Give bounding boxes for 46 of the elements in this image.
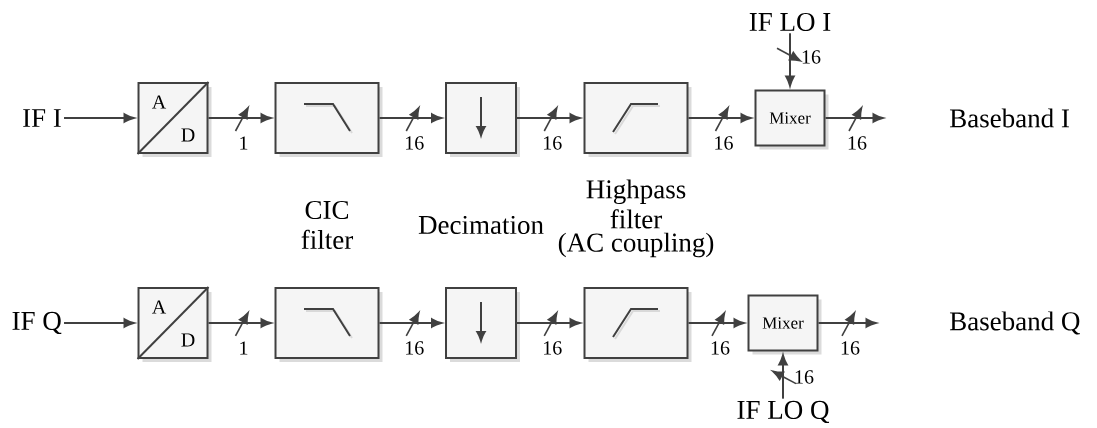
block-caption: Highpass filter	[586, 179, 686, 229]
arrow	[516, 107, 581, 132]
bus-width-label: 16	[841, 341, 860, 355]
arrow	[63, 113, 135, 123]
bus-width-label: 16	[715, 136, 733, 150]
bus-width-label: 16	[795, 370, 814, 384]
arrow	[776, 32, 801, 87]
arrow	[378, 311, 443, 337]
bus-width-label: 16	[802, 50, 821, 64]
arrow	[772, 354, 797, 400]
arrow	[687, 107, 752, 132]
mixer-block: Mixer	[754, 89, 829, 150]
arrow	[63, 318, 135, 328]
arrow	[207, 107, 272, 132]
arrow	[207, 311, 272, 337]
signal-label: IF LO I	[749, 12, 831, 32]
bus-width-label: 16	[711, 341, 730, 355]
arrow	[516, 311, 581, 337]
block-caption: (AC coupling)	[558, 232, 714, 258]
highpass-filter-block	[583, 82, 692, 157]
highpass-filter-block	[583, 287, 692, 362]
lowpass-filter-block	[274, 82, 383, 157]
arrow	[817, 311, 877, 337]
bus-width-label: 1	[240, 136, 248, 150]
converter-block: A D	[136, 81, 212, 157]
decimator-block	[445, 82, 520, 157]
signal-label: IF I	[23, 109, 61, 127]
bus-width-label: 1	[240, 341, 248, 355]
bus-width-label: 16	[406, 136, 424, 150]
mixer-block: Mixer	[747, 294, 822, 355]
block-caption: Decimation	[418, 215, 544, 235]
bus-width-label: 16	[544, 136, 562, 150]
converter-block: A D	[136, 286, 212, 362]
block-caption: CIC filter	[301, 200, 353, 250]
signal-label: IF Q	[12, 311, 62, 335]
arrow	[824, 107, 884, 132]
lowpass-filter-block	[274, 287, 383, 362]
arrow	[687, 311, 745, 337]
output-label: Baseband I	[950, 108, 1069, 128]
bus-width-label: 16	[848, 136, 867, 150]
output-label: Baseband Q	[950, 311, 1080, 335]
arrow	[378, 107, 443, 132]
bus-width-label: 16	[406, 341, 424, 355]
signal-label: IF LO Q	[737, 400, 830, 424]
decimator-block	[445, 287, 520, 362]
bus-width-label: 16	[544, 341, 562, 355]
